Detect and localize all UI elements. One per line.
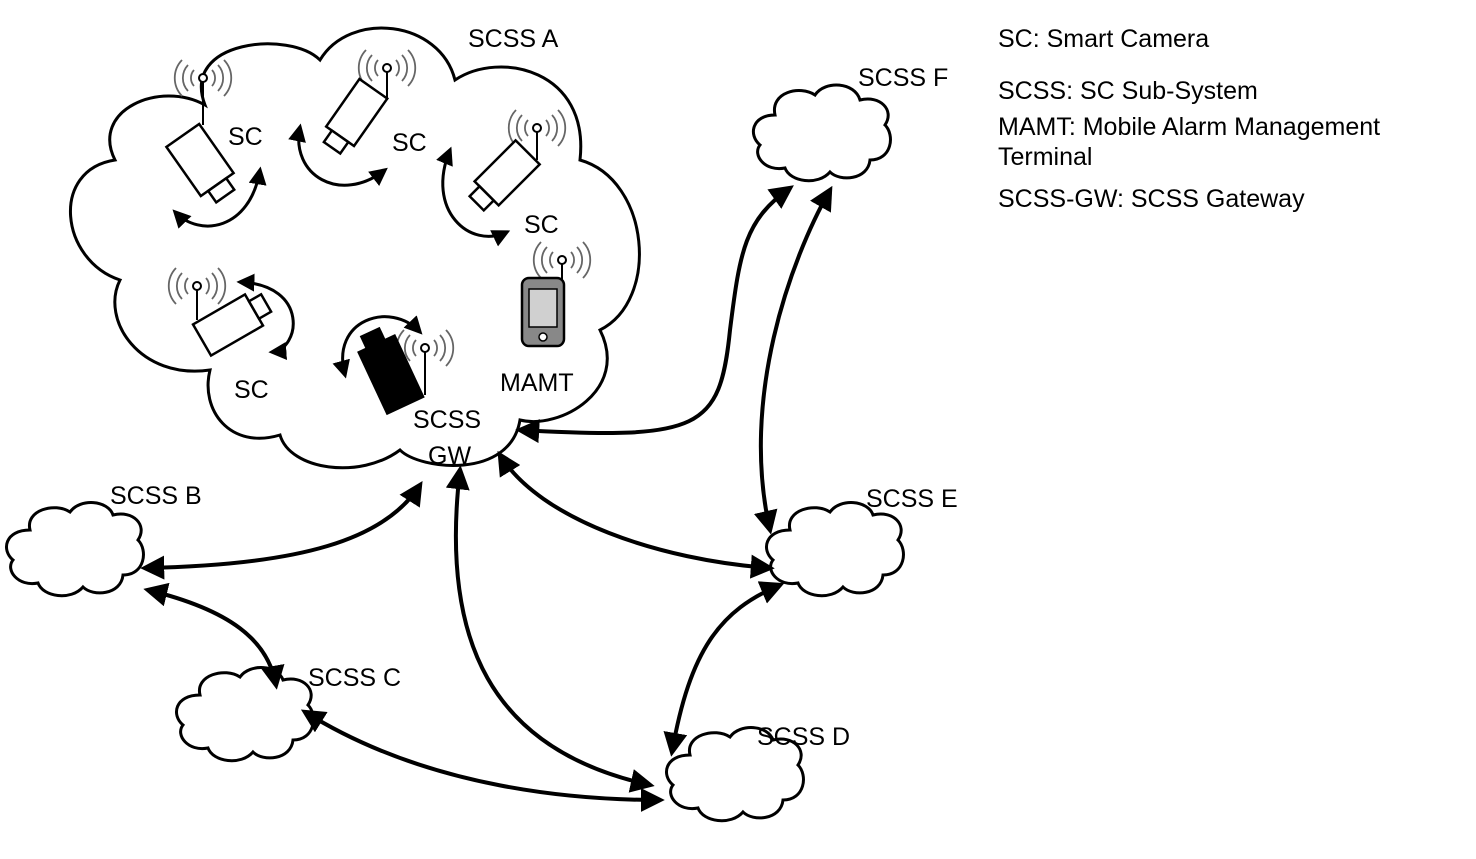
device-label-sc: SC [524,211,559,239]
cloud-label-scss-e: SCSS E [866,485,958,513]
cloud-scss-a [68,26,641,470]
cloud-label-scss-c: SCSS C [308,664,401,692]
cloud-scss-e [765,501,905,598]
smart-camera-icon [436,109,567,247]
smart-camera-icon [167,267,295,360]
link-c-d [300,709,665,812]
smart-camera-icon [164,59,267,229]
device-label-gateway: SCSS [413,406,481,434]
cloud-scss-f [751,83,892,183]
gateway-camera-icon [332,315,455,416]
legend-item-mamt-cont: Terminal [998,143,1093,171]
cloud-label-scss-d: SCSS D [757,723,850,751]
legend-item-gw: SCSS-GW: SCSS Gateway [998,185,1305,213]
link-a-b [140,480,423,580]
legend-item-sc: SC: Smart Camera [998,25,1210,53]
cloud-label-scss-a: SCSS A [468,25,559,53]
link-a-d [445,465,655,793]
cloud-label-scss-f: SCSS F [858,64,948,92]
smart-camera-icon [288,49,417,187]
legend: SC: Smart Camera SCSS: SC Sub-System MAM… [998,24,1468,214]
link-a-e [497,450,775,579]
cloud-label-scss-b: SCSS B [110,482,202,510]
link-b-c [143,582,285,690]
link-e-f [753,185,833,535]
cloud-scss-c [175,666,315,763]
device-label-gateway: GW [428,442,471,470]
link-d-e [663,581,785,757]
cloud-scss-b [5,501,145,598]
legend-item-mamt: MAMT: Mobile Alarm Management [998,113,1381,141]
device-label-sc: SC [228,123,263,151]
mamt-phone-icon [520,241,592,348]
device-label-sc: SC [392,129,427,157]
legend-item-scss: SCSS: SC Sub-System [998,77,1258,105]
device-label-sc: SC [234,376,269,404]
device-label-mamt: MAMT [500,369,574,397]
